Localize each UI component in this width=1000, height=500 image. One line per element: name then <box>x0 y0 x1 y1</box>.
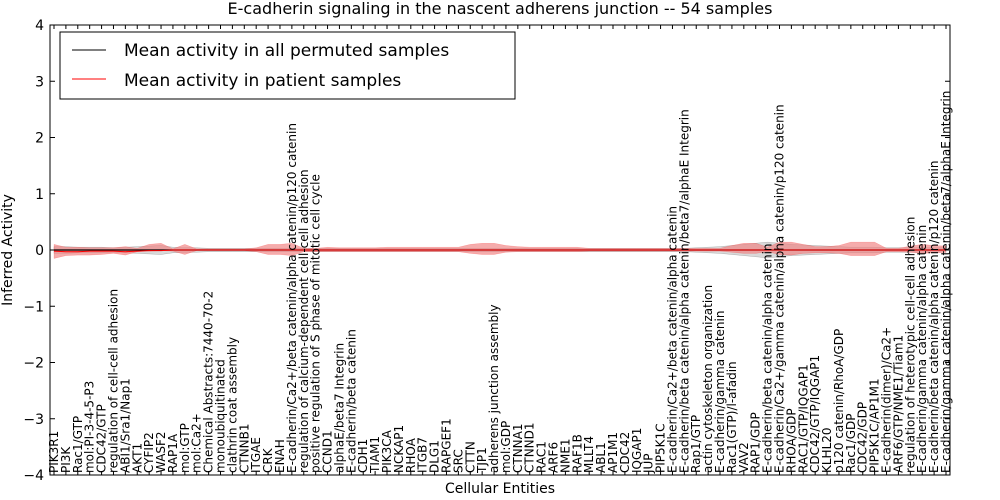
x-tick-label: p120 catenin/RhoA/GDP <box>832 329 846 473</box>
x-tick-label: WASF2 <box>154 431 168 473</box>
series-lines <box>53 249 946 253</box>
y-tick-label: 3 <box>35 74 44 90</box>
x-tick-label: Rac1/GTP <box>71 416 85 473</box>
x-tick-label: ITGAE <box>249 437 263 473</box>
x-tick-label: regulation of heterotypic cell-cell adhe… <box>903 217 917 473</box>
x-tick-label: ENAH <box>273 439 287 473</box>
x-tick-label: RAP1/GDP <box>749 412 763 473</box>
x-tick-label: VAV2 <box>737 442 751 473</box>
x-tick-label: mol:Ca2+ <box>190 413 204 473</box>
x-tick-label: CTNND1 <box>523 422 537 473</box>
x-tick-label: SRC <box>451 449 465 473</box>
x-axis-ticks <box>53 25 947 475</box>
y-tick-label: 0 <box>35 243 44 259</box>
x-tick-label: CDC42/GTP/IQGAP1 <box>808 355 822 473</box>
x-tick-label: CRK <box>261 447 275 473</box>
y-axis-label: Inferred Activity <box>0 194 16 306</box>
x-tick-label: MLLT4 <box>582 436 596 473</box>
legend: Mean activity in all permuted samples Me… <box>59 31 516 100</box>
y-tick-label: 2 <box>35 131 44 147</box>
x-tick-label: E-cadherin/gamma catenin/alpha catenin/b… <box>939 91 953 473</box>
y-tick-label: 1 <box>35 187 44 203</box>
x-tick-label: CTNNB1 <box>237 423 251 473</box>
x-tick-label: RHOA <box>404 437 418 473</box>
y-tick-label: −2 <box>23 356 44 372</box>
x-tick-label: Rac1/GDP <box>844 414 858 473</box>
x-tick-label: E-cadherin/Ca2+/beta catenin/alpha caten… <box>285 123 299 473</box>
x-tick-label: JUP <box>642 453 656 474</box>
x-tick-label: CDC42 <box>618 432 632 473</box>
x-tick-label: Rac1(GTP)/l-afadin <box>725 361 739 473</box>
x-tick-label: mol:PI-3-4-5-P3 <box>83 381 97 473</box>
x-tick-label: PIK3CA <box>380 429 394 473</box>
x-tick-label: mol:GDP <box>499 421 513 473</box>
y-tick-label: −4 <box>23 468 44 484</box>
y-axis: −4 −3 −2 −1 0 1 2 3 4 <box>23 18 950 484</box>
x-tick-label: TIAM1 <box>368 436 382 474</box>
plot-frame <box>49 24 951 476</box>
x-tick-label: alphaE/beta7 Integrin <box>332 343 346 473</box>
x-tick-label: ABL1 <box>594 442 608 473</box>
x-tick-label: CDH1 <box>356 439 370 473</box>
x-tick-label: Chemical Abstracts:7440-70-2 <box>202 291 216 473</box>
x-tick-label: IQGAP1 <box>630 428 644 473</box>
x-tick-label: Rap1/GTP <box>689 415 703 473</box>
x-tick-label: RHOA/GDP <box>784 408 798 473</box>
x-tick-label: PIP5K1C <box>654 423 668 473</box>
y-tick-label: −1 <box>23 299 44 315</box>
x-tick-label: monoubiquitinated <box>214 359 228 473</box>
x-tick-label: NCKAP1 <box>392 425 406 473</box>
x-tick-label: KLHL20 <box>820 427 834 473</box>
legend-box <box>59 31 516 100</box>
x-tick-label: E-cadherin/gamma catenin <box>713 311 727 474</box>
x-tick-label: ARF6 <box>547 442 561 473</box>
x-tick-label: RAPGEF1 <box>439 418 453 473</box>
x-axis-label: Cellular Entities <box>445 481 555 497</box>
x-tick-label: PI3K <box>59 446 73 473</box>
x-tick-label: E-cadherin/beta catenin/alpha catenin/be… <box>677 109 691 473</box>
x-tick-label: E-cadherin/beta catenin <box>344 329 358 473</box>
x-tick-label: AP1M1 <box>606 432 620 473</box>
x-tick-label: mol:GTP <box>178 423 192 473</box>
legend-label-patient: Mean activity in patient samples <box>124 71 401 91</box>
x-tick-label: clathrin coat assembly <box>225 337 239 473</box>
x-tick-label: E-cadherin/beta catenin/alpha catenin/p1… <box>927 160 941 473</box>
x-tick-label: ARF6/GTP/NME1/Tiam1 <box>891 335 905 473</box>
x-tick-label: CTTN <box>463 441 477 473</box>
x-tick-label: CDC42/GDP <box>856 402 870 473</box>
x-tick-label: adherens junction assembly <box>487 304 501 473</box>
x-tick-label: E-cadherin/Ca2+/beta catenin/alpha caten… <box>665 206 679 473</box>
x-tick-label: RAP1A <box>166 433 180 473</box>
x-tick-label: NME1 <box>558 438 572 473</box>
x-tick-label: TJP1 <box>475 447 489 474</box>
x-tick-label: E-cadherin(dimer)/Ca2+ <box>880 327 894 473</box>
x-tick-label: ABI1/Sra1/Nap1 <box>118 378 132 473</box>
x-tick-label: E-cadherin/Ca2+/gamma catenin/alpha cate… <box>772 104 786 473</box>
x-tick-label: CYFIP2 <box>142 432 156 473</box>
x-tick-label: actin cytoskeleton organization <box>701 285 715 473</box>
x-tick-label: regulation of cell-cell adhesion <box>106 289 120 473</box>
x-tick-label: positive regulation of S phase of mitoti… <box>309 174 323 473</box>
line-patient <box>53 249 946 253</box>
x-tick-label: CCND1 <box>321 430 335 473</box>
y-tick-label: 4 <box>35 18 44 34</box>
x-tick-label: PIP5K1C/AP1M1 <box>868 378 882 473</box>
x-tick-label: AKT1 <box>130 443 144 473</box>
x-tick-label: DLG1 <box>428 440 442 473</box>
x-tick-label: CTNNA1 <box>511 423 525 473</box>
chart-title: E-cadherin signaling in the nascent adhe… <box>228 0 773 18</box>
y-tick-label: −3 <box>23 412 44 428</box>
x-tick-label: ITGB7 <box>416 437 430 473</box>
x-tick-label: E-cadherin/beta catenin/alpha catenin <box>761 243 775 473</box>
x-tick-labels: PIK3R1PI3KRac1/GTPmol:PI-3-4-5-P3CDC42/G… <box>47 91 953 474</box>
x-tick-label: RAC1/GTP/IQGAP1 <box>796 364 810 473</box>
x-tick-label: RAC1 <box>535 441 549 473</box>
x-tick-label: regulation of calcium-dependent cell-cel… <box>297 169 311 473</box>
x-tick-label: E-cadherin/gamma catenin/alpha catenin <box>915 225 929 473</box>
legend-label-permuted: Mean activity in all permuted samples <box>124 41 449 61</box>
x-tick-label: CDC42/GTP <box>95 404 109 473</box>
x-tick-label: RAF1B <box>570 434 584 473</box>
